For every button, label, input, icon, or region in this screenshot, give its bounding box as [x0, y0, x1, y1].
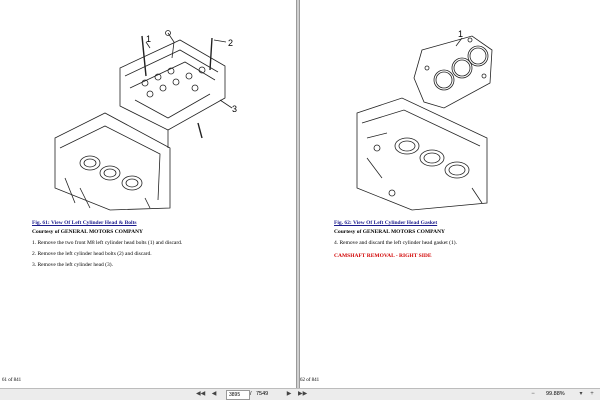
step-3: 3. Remove the left cylinder head (3). — [32, 262, 113, 268]
callout-3: 3 — [232, 104, 237, 114]
step-1: 1. Remove the two front M8 left cylinder… — [32, 240, 183, 246]
callout-gasket-1: 1 — [458, 29, 463, 39]
figure-credit-right: Courtesy of GENERAL MOTORS COMPANY — [334, 229, 446, 235]
callout-2: 2 — [228, 38, 233, 48]
section-heading-camshaft-removal: CAMSHAFT REMOVAL - RIGHT SIDE — [334, 253, 432, 259]
document-page-right — [300, 0, 600, 388]
document-page-left — [0, 0, 296, 388]
previous-page-button[interactable]: ◀ — [211, 391, 217, 397]
zoom-level[interactable]: 99.88% — [546, 391, 565, 397]
step-2: 2. Remove the left cylinder head bolts (… — [32, 251, 152, 257]
page-label-left: 61 of 841 — [2, 378, 22, 383]
figure-caption-right[interactable]: Fig. 62: View Of Left Cylinder Head Gask… — [334, 220, 438, 226]
figure-left-cylinder-head-gasket: 1 — [356, 29, 493, 211]
page-separator: / — [250, 391, 252, 397]
zoom-out-button[interactable]: − — [531, 391, 535, 397]
step-4: 4. Remove and discard the left cylinder … — [334, 240, 457, 246]
page-divider — [296, 0, 300, 388]
page-total: 7549 — [256, 391, 269, 397]
figure-credit-left: Courtesy of GENERAL MOTORS COMPANY — [32, 229, 144, 235]
viewer-toolbar: ◀◀ ◀ 3895 / 7549 ▶ ▶▶ − 99.88% ▾ + — [0, 388, 600, 400]
figure-caption-left[interactable]: Fig. 61: View Of Left Cylinder Head & Bo… — [32, 220, 137, 226]
last-page-button[interactable]: ▶▶ — [298, 391, 308, 397]
callout-1: 1 — [146, 34, 151, 44]
figure-left-cylinder-head-bolts: 1 2 3 — [54, 30, 237, 211]
next-page-button[interactable]: ▶ — [286, 391, 292, 397]
page-label-right: 62 of 841 — [300, 378, 320, 383]
zoom-dropdown-icon[interactable]: ▾ — [579, 391, 583, 397]
first-page-button[interactable]: ◀◀ — [196, 391, 206, 397]
zoom-in-button[interactable]: + — [590, 391, 594, 397]
page-number-input[interactable]: 3895 — [226, 390, 250, 400]
